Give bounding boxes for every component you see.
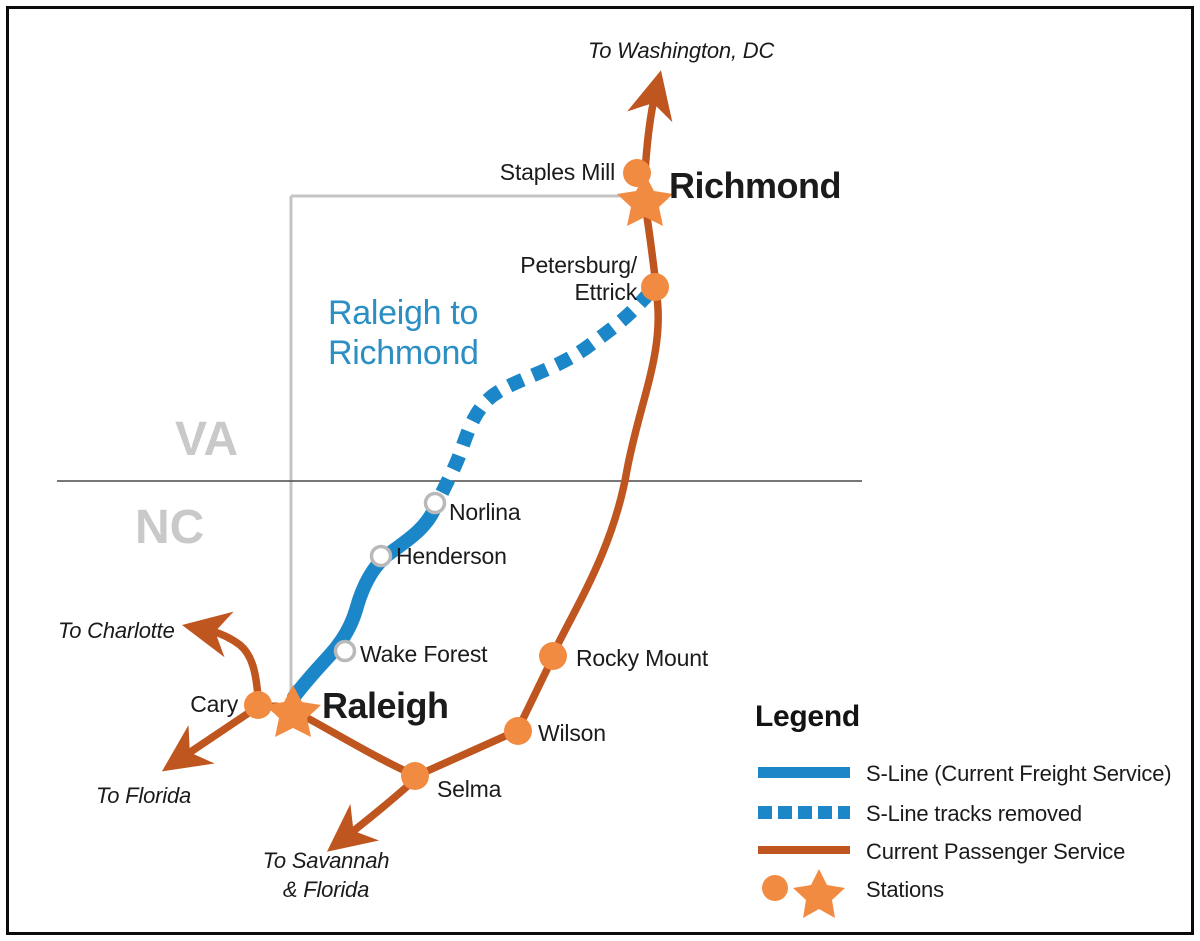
legend-swatch-passenger — [758, 846, 850, 854]
station-dot-selma — [401, 762, 429, 790]
station-markers-sline — [333, 491, 447, 663]
route-sline-freight — [287, 498, 443, 704]
route-passenger-service — [161, 70, 673, 852]
station-markers-passenger — [244, 159, 669, 790]
label-raleigh: Raleigh — [322, 685, 449, 726]
legend-label-sline-removed: S-Line tracks removed — [866, 801, 1082, 826]
label-norlina: Norlina — [449, 499, 521, 525]
label-staples-mill: Staples Mill — [499, 159, 615, 185]
legend-label-passenger: Current Passenger Service — [866, 839, 1126, 864]
label-selma: Selma — [437, 776, 502, 802]
city-star-markers — [265, 174, 673, 737]
route-sline-removed — [433, 287, 656, 500]
label-petersburg-ettrick: Petersburg/ Ettrick — [520, 252, 637, 305]
station-dot-henderson — [369, 544, 393, 568]
station-dot-cary — [244, 691, 272, 719]
star-richmond — [617, 174, 673, 226]
label-to-charlotte: To Charlotte — [58, 618, 175, 643]
legend-swatch-station-star — [793, 869, 845, 918]
star-raleigh — [265, 685, 321, 737]
label-wilson: Wilson — [538, 720, 606, 746]
legend-swatch-sline-removed — [758, 806, 850, 819]
station-dot-wilson — [504, 717, 532, 745]
label-state-nc: NC — [135, 501, 205, 554]
legend-swatches — [758, 767, 850, 918]
legend-label-stations: Stations — [866, 877, 944, 902]
map-frame-border — [6, 6, 1194, 935]
label-henderson: Henderson — [396, 543, 507, 569]
label-to-florida: To Florida — [96, 783, 192, 808]
label-richmond: Richmond — [669, 165, 842, 206]
station-dot-rocky-mount — [539, 642, 567, 670]
label-to-savannah-florida: To Savannah & Florida — [262, 848, 390, 902]
legend-swatch-station-dot — [762, 875, 788, 901]
label-wake-forest: Wake Forest — [360, 641, 488, 667]
legend-title: Legend — [755, 700, 860, 733]
map-guide-lines — [289, 194, 640, 692]
label-rocky-mount: Rocky Mount — [576, 645, 709, 671]
station-dot-norlina — [423, 491, 447, 515]
label-to-washington-dc: To Washington, DC — [588, 38, 775, 63]
station-dot-wake-forest — [333, 639, 357, 663]
legend-swatch-sline-freight — [758, 767, 850, 778]
legend-label-sline-freight: S-Line (Current Freight Service) — [866, 761, 1172, 786]
label-state-va: VA — [175, 413, 239, 466]
label-corridor-title: Raleigh to Richmond — [328, 294, 479, 373]
station-dot-petersburg-ettrick — [641, 273, 669, 301]
label-cary: Cary — [190, 691, 238, 717]
